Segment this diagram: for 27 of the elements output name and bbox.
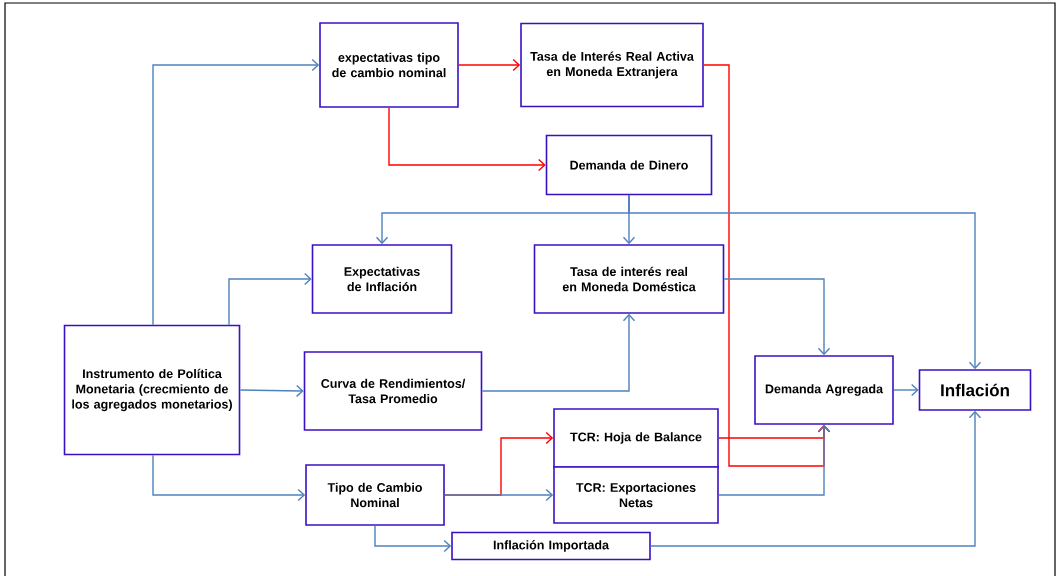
arrow	[239, 384, 304, 398]
arrow	[893, 383, 919, 397]
process-box: Inflación Importada	[451, 531, 651, 561]
process-box: expectativas tipo de cambio nominal	[319, 22, 459, 108]
process-box: Tipo de Cambio Nominal	[305, 464, 445, 526]
arrow	[718, 424, 831, 496]
arrow	[458, 58, 521, 72]
process-box: Demanda de Dinero	[545, 134, 713, 196]
arrow	[228, 272, 312, 326]
process-box: Tasa de interés real en Moneda Doméstica	[533, 244, 725, 314]
process-box: Inflación	[918, 369, 1032, 411]
arrow	[374, 525, 452, 553]
arrow	[152, 58, 320, 326]
process-box: Expectativas de Inflación	[311, 244, 453, 314]
process-box: Curva de Rendimientos/ Tasa Promedio	[303, 351, 483, 431]
arrow	[388, 107, 546, 172]
arrow	[628, 194, 982, 370]
process-box: Tasa de Interés Real Activa en Moneda Extranjera	[520, 22, 704, 108]
arrow	[152, 454, 306, 502]
process-box: Demanda Agregada	[754, 355, 894, 425]
process-box: TCR: Hoja de Balance	[553, 408, 719, 468]
arrow	[481, 313, 636, 392]
process-box: TCR: Exportaciones Netas	[553, 466, 719, 524]
arrow	[444, 488, 554, 502]
process-box: Instrumento de Política Monetaria (crecmiento de los agregados monetarios)	[63, 324, 241, 456]
arrow	[650, 410, 982, 547]
arrow	[723, 278, 831, 356]
